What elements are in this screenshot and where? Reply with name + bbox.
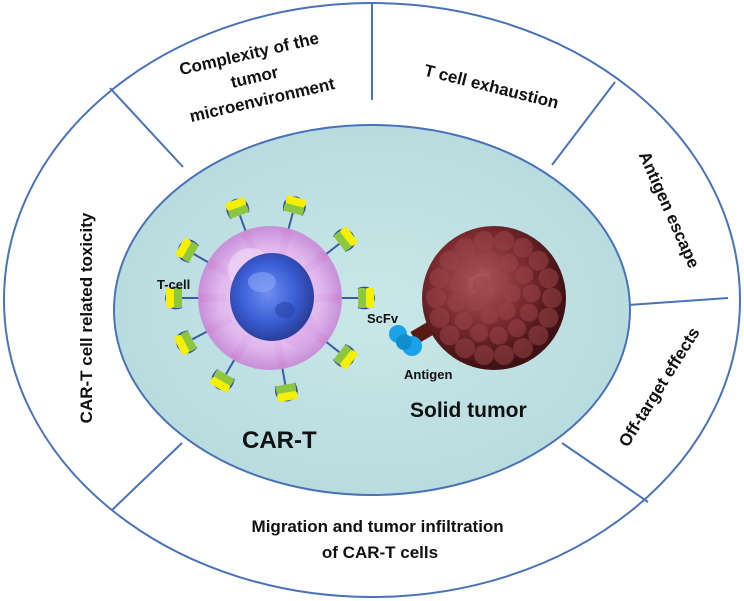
t-cell-illustration: [164, 195, 376, 402]
tumor-surface-bump: [429, 307, 450, 328]
tumor-surface-bump: [538, 268, 559, 289]
segment-migration-label: Migration and tumor infiltration of CAR-…: [252, 517, 509, 562]
tumor-surface-bump: [439, 325, 460, 346]
segment-dividers: [109, 3, 729, 511]
tumor-surface-bump: [528, 250, 549, 271]
inner-ellipse: [113, 124, 631, 496]
tumor-surface-bump: [497, 301, 516, 320]
tumor-surface-bump: [455, 237, 475, 258]
tumor-surface-bump: [426, 288, 446, 308]
tumor-surface-bump: [467, 293, 486, 312]
tumor-surface-bump: [494, 230, 515, 251]
tumor-surface-bump: [489, 271, 508, 290]
tumor-cell-illustration: [422, 226, 566, 370]
tumor-surface-bump: [462, 258, 481, 277]
tumor-surface-bump: [480, 306, 499, 325]
tumor-surface-bump: [473, 230, 494, 251]
tumor-surface-bump: [502, 284, 521, 303]
car-t-label: CAR-T: [242, 427, 317, 454]
tumor-surface-bump: [542, 288, 562, 308]
tumor-surface-bump: [429, 268, 450, 289]
tumor-surface-bump: [455, 338, 475, 359]
tumor-surface-bump: [513, 338, 533, 359]
tumor-surface-bump: [473, 345, 494, 366]
tumor-surface-bump: [470, 324, 489, 342]
tumor-surface-bump: [439, 250, 460, 271]
scfv-label: ScFv: [367, 311, 399, 326]
segment-toxicity-label: CAR-T cell related toxicity: [77, 212, 96, 423]
t-cell-label: T-cell: [157, 277, 190, 292]
tumor-surface-bump: [472, 276, 491, 295]
tumor-surface-bump: [450, 274, 468, 293]
antigen-label: Antigen: [404, 367, 452, 382]
tumor-surface-bump: [447, 293, 466, 312]
tumor-surface-bump: [520, 303, 538, 322]
tumor-surface-bump: [480, 251, 499, 270]
tumor-surface-bump: [454, 311, 473, 330]
tumor-surface-bump: [538, 307, 559, 328]
tumor-surface-bump: [507, 319, 526, 338]
tumor-surface-bump: [489, 326, 508, 345]
tumor-surface-bump: [528, 325, 549, 346]
tumor-surface-bump: [499, 254, 518, 272]
tumor-surface-bump: [513, 237, 533, 258]
tumor-surface-bump: [515, 266, 534, 285]
t-cell-nucleus: [230, 253, 314, 341]
solid-tumor-label: Solid tumor: [410, 399, 527, 422]
tumor-surface-bump: [494, 345, 515, 366]
tumor-surface-bump: [522, 284, 541, 303]
